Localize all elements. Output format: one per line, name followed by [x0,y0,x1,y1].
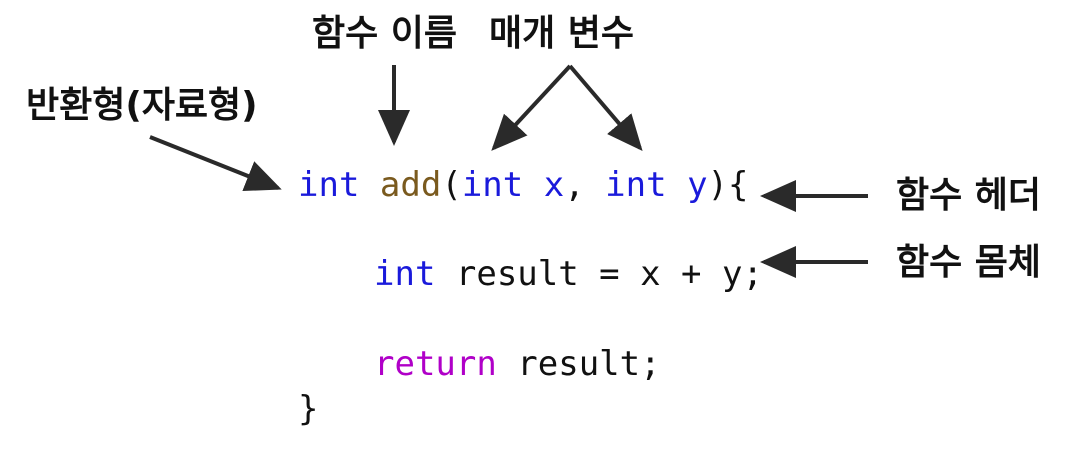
code-line-close-brace: } [298,392,318,426]
code-line-header: int add(int x, int y){ [298,168,749,202]
parameter2-arrow [568,64,643,152]
return-type-label: 반환형(자료형) [26,85,258,126]
param-comma: , [564,165,606,205]
function-name: add [379,165,442,205]
param2-name: y [687,165,708,205]
close-paren-brace: ){ [707,165,749,205]
open-paren: ( [441,165,462,205]
return-type-arrow [149,135,282,192]
closing-brace: } [298,389,319,429]
return-type-keyword: int [298,165,360,205]
return-statement: result; [496,344,661,384]
code-line-body-declaration: int result = x + y; [374,257,763,291]
return-keyword: return [374,344,497,384]
parameter1-arrow [491,64,572,151]
code-line-return: return result; [374,347,661,381]
param1-name: x [543,165,565,205]
param1-type: int [461,165,524,205]
local-var-statement: result = x + y; [435,254,763,294]
parameters-label: 매개 변수 [489,13,635,54]
param2-type: int [605,165,667,205]
function-header-label: 함수 헤더 [896,175,1042,216]
function-body-label: 함수 몸체 [896,242,1042,283]
local-var-type: int [374,254,436,294]
function-name-label: 함수 이름 [312,13,458,54]
